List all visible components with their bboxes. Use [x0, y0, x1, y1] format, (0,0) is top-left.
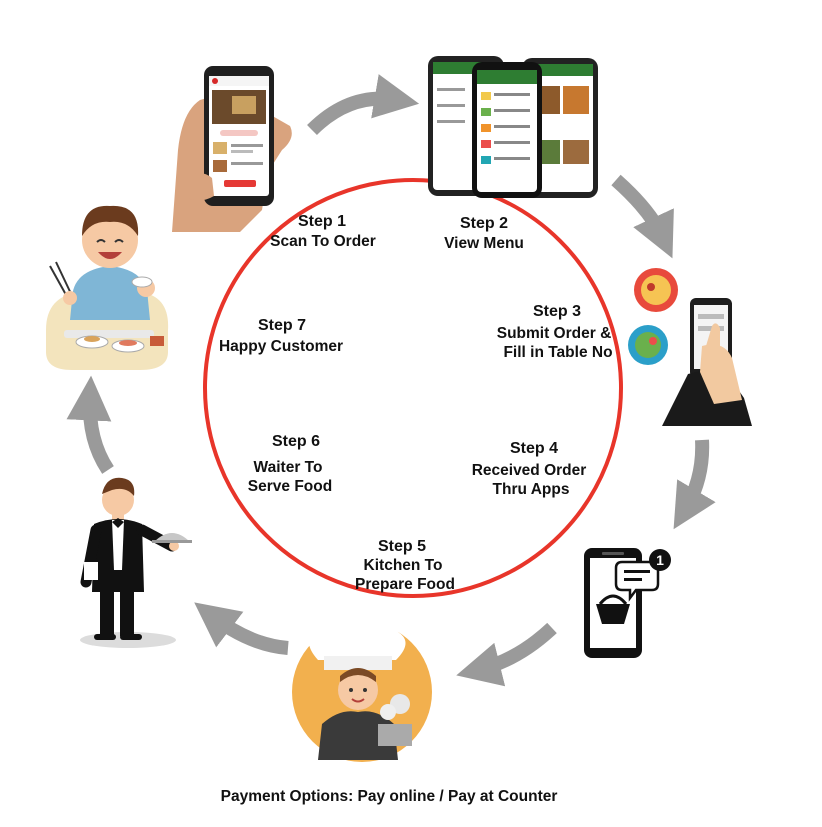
menu-app-phones-icon — [428, 56, 598, 198]
step-5-desc-line1: Kitchen To — [363, 557, 443, 574]
flow-arrow-3 — [673, 439, 716, 530]
step-3-title: Step 3 — [532, 303, 582, 320]
flow-arrow-5 — [194, 602, 289, 655]
process-ring — [203, 178, 623, 598]
step-6-desc-line2: Serve Food — [247, 478, 333, 495]
step-5-desc-line2: Prepare Food — [355, 576, 455, 593]
waiter-icon — [80, 477, 192, 648]
notification-count: 1 — [656, 552, 664, 568]
step-2-title: Step 2 — [459, 215, 509, 232]
flow-arrow-4 — [456, 622, 557, 687]
step-1-title: Step 1 — [297, 213, 347, 230]
step-6-desc-line1: Waiter To — [253, 459, 323, 476]
payment-options-text: Payment Options: Pay online / Pay at Cou… — [220, 788, 558, 805]
step-4-desc-line2: Thru Apps — [492, 481, 570, 498]
step-5-title: Step 5 — [377, 538, 427, 555]
hand-phone-order-icon — [628, 268, 752, 426]
flow-arrow-2 — [611, 174, 674, 259]
step-7-title: Step 7 — [257, 317, 307, 334]
step-3-desc-line1: Submit Order & — [496, 325, 612, 342]
step-1-desc: Scan To Order — [270, 233, 376, 250]
flow-arrow-1 — [307, 74, 420, 136]
chef-icon — [292, 611, 432, 762]
step-4-title: Step 4 — [509, 440, 559, 457]
step-7-desc: Happy Customer — [218, 338, 344, 355]
happy-customer-icon — [46, 205, 169, 370]
flow-arrow-6 — [66, 375, 114, 474]
phone-scan-icon — [172, 66, 292, 232]
phone-notification-icon: 1 — [584, 548, 671, 658]
step-6-title: Step 6 — [271, 433, 321, 450]
step-2-desc: View Menu — [444, 235, 524, 252]
step-3-desc-line2: Fill in Table No — [503, 344, 613, 361]
step-4-desc-line1: Received Order — [471, 462, 587, 479]
